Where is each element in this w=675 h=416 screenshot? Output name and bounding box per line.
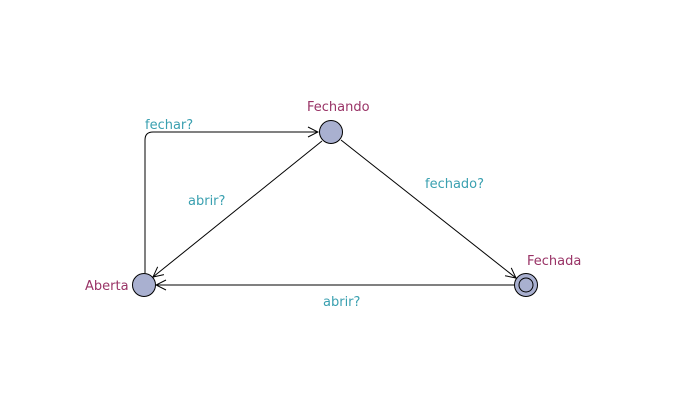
state-label-fechando: Fechando — [307, 100, 370, 115]
state-fechando[interactable] — [319, 120, 343, 144]
edge-abrir-from-fechando[interactable] — [153, 140, 323, 277]
edge-fechado[interactable] — [340, 139, 516, 278]
edge-label-abrir-from-fechando: abrir? — [188, 194, 225, 209]
edge-label-fechado: fechado? — [425, 177, 484, 192]
state-label-aberta: Aberta — [85, 279, 129, 294]
edge-fechar[interactable] — [144, 132, 318, 273]
edge-label-abrir-from-fechada: abrir? — [323, 295, 360, 310]
state-fechada[interactable] — [514, 273, 538, 297]
initial-state-marker — [518, 277, 534, 293]
state-label-fechada: Fechada — [527, 254, 581, 269]
edge-label-fechar: fechar? — [145, 118, 193, 133]
state-aberta[interactable] — [132, 273, 156, 297]
